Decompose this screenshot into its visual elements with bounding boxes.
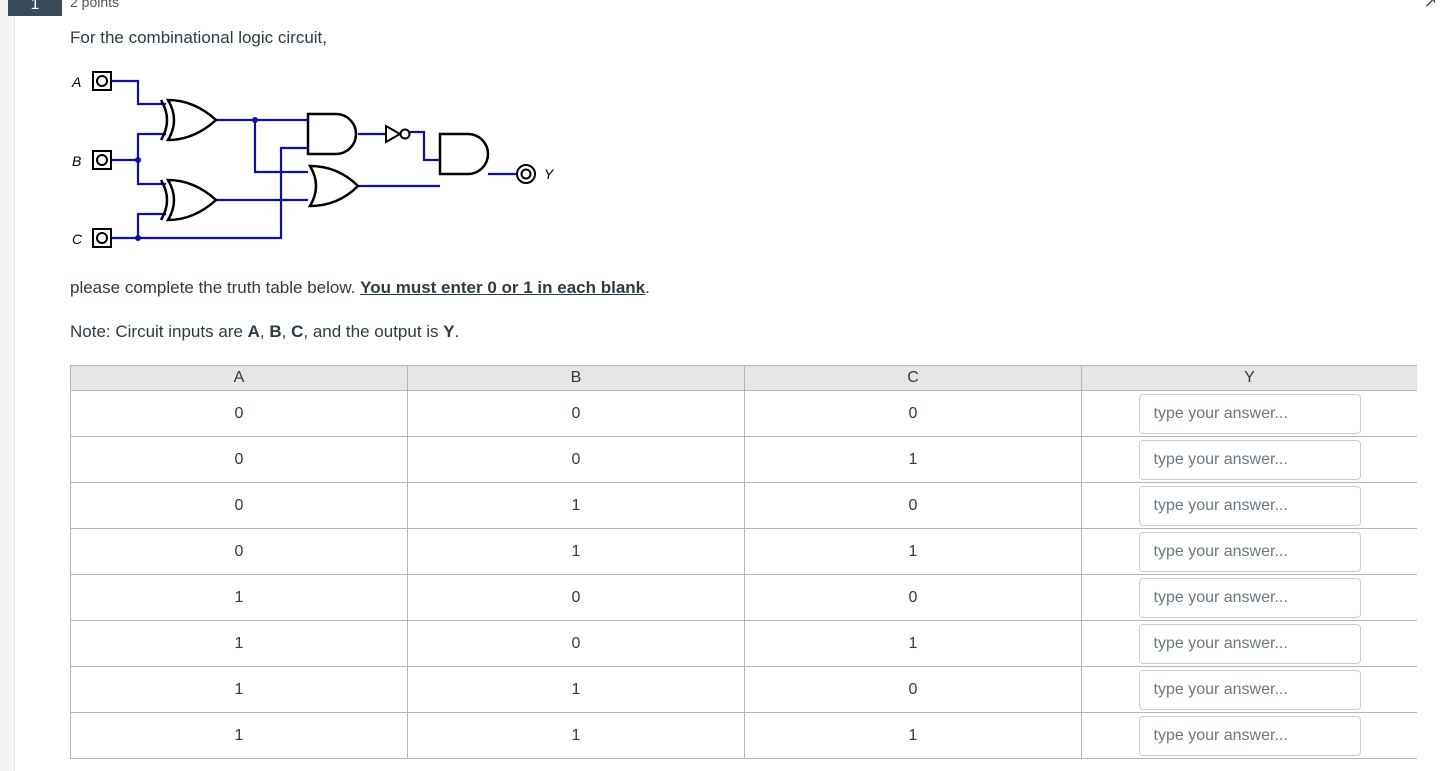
and-gate — [306, 112, 358, 156]
cell-b: 1 — [407, 482, 745, 529]
instruction-suffix: . — [645, 278, 650, 297]
answer-input[interactable] — [1138, 485, 1361, 526]
cell-y — [1081, 482, 1417, 529]
cell-a: 0 — [70, 528, 408, 575]
header-c: C — [744, 365, 1082, 391]
answer-input[interactable] — [1138, 439, 1361, 480]
output-label-y: Y — [544, 166, 555, 182]
truth-table: A B C Y 000001010011100101110111 — [70, 365, 1417, 759]
cell-a: 0 — [70, 482, 408, 529]
instruction-emphasis: You must enter 0 or 1 in each blank — [360, 278, 646, 297]
cell-b: 0 — [407, 436, 745, 483]
answer-input[interactable] — [1138, 715, 1361, 756]
input-pin-b — [92, 150, 112, 170]
input-pin-c — [92, 228, 112, 248]
cell-a: 1 — [70, 666, 408, 713]
cell-b: 1 — [407, 528, 745, 575]
cell-a: 0 — [70, 436, 408, 483]
left-rail — [0, 0, 15, 771]
cell-y — [1081, 620, 1417, 667]
logic-circuit-diagram: A B C Y — [71, 71, 555, 248]
cell-a: 1 — [70, 712, 408, 759]
input-label-b: B — [72, 153, 81, 169]
cell-y — [1081, 390, 1417, 437]
not-gate — [385, 124, 411, 144]
output-pin-y — [516, 164, 536, 184]
cell-c: 1 — [744, 620, 1082, 667]
cell-a: 1 — [70, 620, 408, 667]
header-a: A — [70, 365, 408, 391]
question-number: 1 — [8, 0, 62, 16]
cell-c: 0 — [744, 666, 1082, 713]
cell-a: 1 — [70, 574, 408, 621]
final-and-gate — [438, 132, 490, 176]
or-gate — [307, 164, 360, 208]
input-label-a: A — [71, 74, 81, 90]
input-label-c: C — [72, 231, 83, 247]
cell-c: 1 — [744, 436, 1082, 483]
cell-b: 0 — [407, 390, 745, 437]
cell-b: 1 — [407, 666, 745, 713]
truth-table-header-row: A B C Y — [70, 365, 1417, 391]
answer-input[interactable] — [1138, 531, 1361, 572]
xor-gate-1 — [159, 98, 218, 142]
question-prompt: For the combinational logic circuit, — [70, 28, 328, 47]
cell-y — [1081, 574, 1417, 621]
note-text: Note: Circuit inputs are A, B, C, and th… — [70, 322, 460, 341]
answer-input[interactable] — [1138, 577, 1361, 618]
circuit-wires — [112, 79, 516, 240]
cell-c: 0 — [744, 482, 1082, 529]
xor-gate-2 — [159, 178, 218, 222]
answer-input[interactable] — [1138, 623, 1361, 664]
cell-b: 0 — [407, 574, 745, 621]
instruction-prefix: please complete the truth table below. — [70, 278, 361, 297]
cell-y — [1081, 712, 1417, 759]
answer-input[interactable] — [1138, 669, 1361, 710]
input-pin-a — [92, 71, 112, 91]
cell-y — [1081, 528, 1417, 575]
header-y: Y — [1081, 365, 1417, 391]
cell-c: 0 — [744, 574, 1082, 621]
cell-a: 0 — [70, 390, 408, 437]
cell-y — [1081, 666, 1417, 713]
expand-arrow-icon[interactable]: ↗ — [1423, 0, 1437, 11]
question-points: 2 points — [70, 0, 120, 10]
cell-b: 1 — [407, 712, 745, 759]
cell-c: 1 — [744, 712, 1082, 759]
cell-b: 0 — [407, 620, 745, 667]
answer-input[interactable] — [1138, 393, 1361, 434]
cell-y — [1081, 436, 1417, 483]
header-b: B — [407, 365, 745, 391]
instruction-text: please complete the truth table below. Y… — [70, 278, 650, 298]
cell-c: 0 — [744, 390, 1082, 437]
circuit-junctions — [135, 117, 258, 241]
cell-c: 1 — [744, 528, 1082, 575]
